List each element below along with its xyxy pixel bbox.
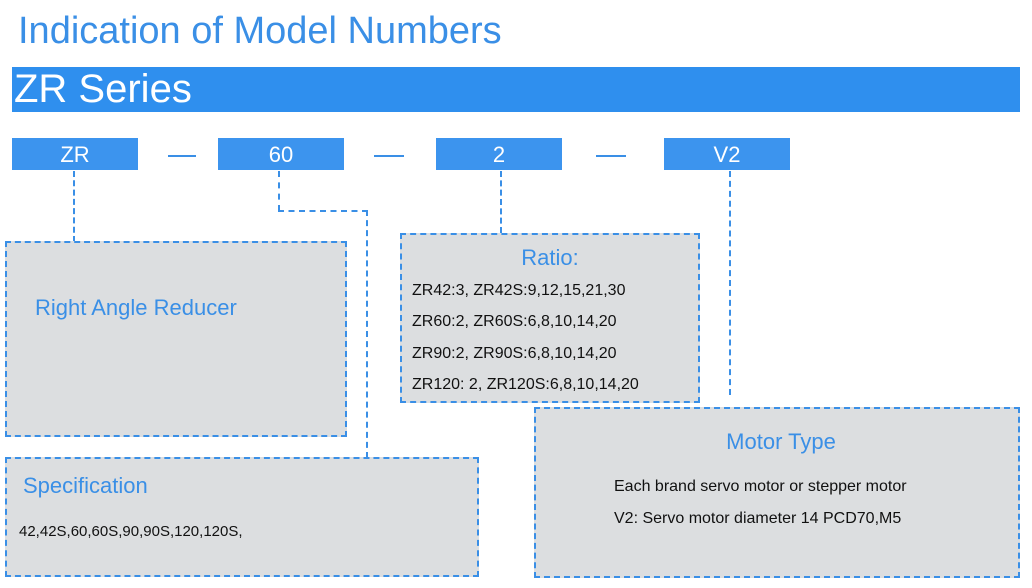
code-box-stage: 2 — [436, 138, 562, 170]
right-angle-panel: Right Angle Reducer — [5, 241, 347, 437]
code-separator — [168, 155, 196, 157]
ratio-line: ZR120: 2, ZR120S:6,8,10,14,20 — [412, 376, 639, 393]
ratio-line: ZR42:3, ZR42S:9,12,15,21,30 — [412, 282, 626, 299]
connector-size — [366, 210, 368, 458]
ratio-line: ZR90:2, ZR90S:6,8,10,14,20 — [412, 345, 617, 362]
page-title: Indication of Model Numbers — [18, 10, 502, 52]
code-separator — [374, 155, 404, 157]
connector-size — [278, 210, 368, 212]
specification-panel: Specification 42,42S,60,60S,90,90S,120,1… — [5, 457, 479, 577]
motor-type-panel: Motor Type Each brand servo motor or ste… — [534, 407, 1020, 578]
code-box-motor: V2 — [664, 138, 790, 170]
series-banner: ZR Series — [12, 67, 1020, 112]
motor-type-line: V2: Servo motor diameter 14 PCD70,M5 — [614, 510, 902, 527]
right-angle-label: Right Angle Reducer — [35, 295, 237, 320]
connector-size — [278, 171, 280, 211]
motor-type-line: Each brand servo motor or stepper motor — [614, 478, 907, 495]
code-separator — [596, 155, 626, 157]
connector-series — [73, 171, 75, 242]
ratio-heading: Ratio: — [521, 245, 579, 270]
specification-value: 42,42S,60,60S,90,90S,120,120S, — [19, 523, 243, 540]
specification-heading: Specification — [23, 473, 148, 498]
connector-stage — [500, 171, 502, 233]
ratio-line: ZR60:2, ZR60S:6,8,10,14,20 — [412, 313, 617, 330]
ratio-panel: Ratio: ZR42:3, ZR42S:9,12,15,21,30 ZR60:… — [400, 233, 700, 403]
code-box-series: ZR — [12, 138, 138, 170]
connector-motor — [729, 171, 731, 395]
motor-type-heading: Motor Type — [726, 429, 836, 454]
code-box-size: 60 — [218, 138, 344, 170]
